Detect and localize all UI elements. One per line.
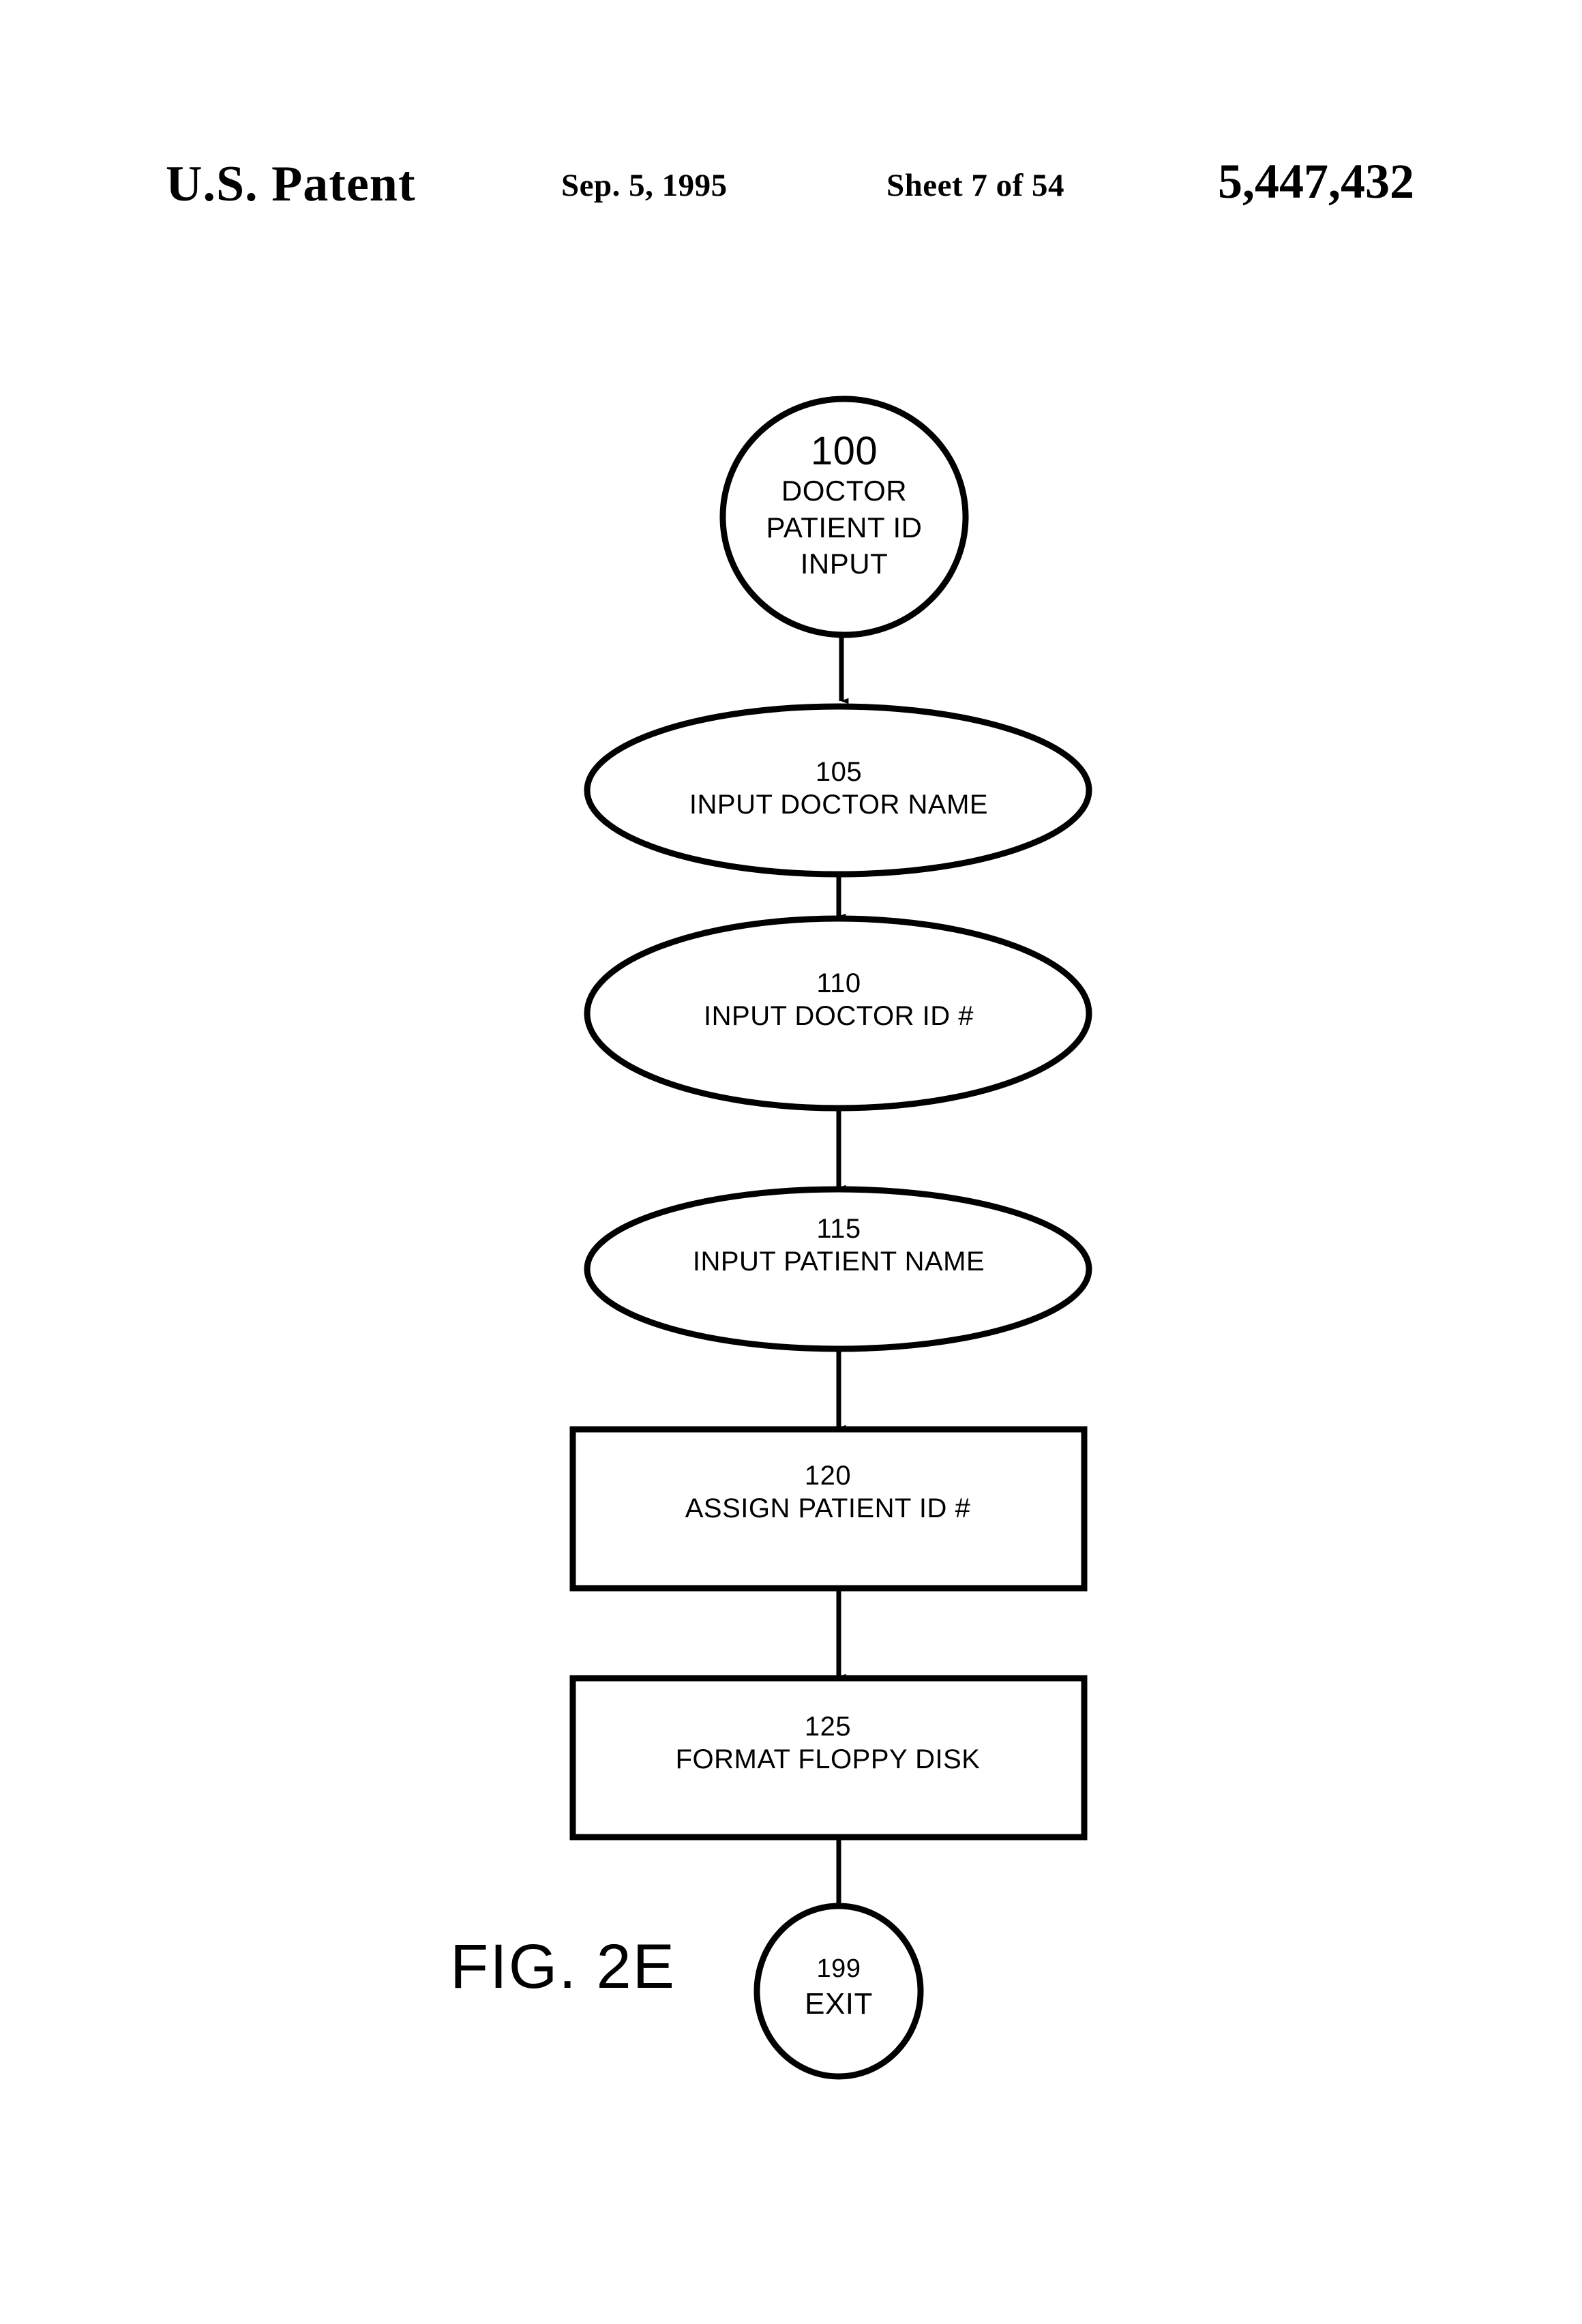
patent-number-label: 5,447,432	[1218, 154, 1414, 209]
node-105: 105 INPUT DOCTOR NAME	[586, 754, 1091, 818]
node-120-label: ASSIGN PATIENT ID #	[685, 1493, 971, 1524]
node-shape-100	[719, 396, 969, 638]
node-115-ref: 115	[816, 1214, 861, 1244]
node-115: 115 INPUT PATIENT NAME	[586, 1210, 1091, 1275]
node-115-label: INPUT PATIENT NAME	[692, 1247, 985, 1277]
node-110: 110 INPUT DOCTOR ID #	[586, 965, 1091, 1030]
node-125-ref: 125	[804, 1712, 852, 1742]
node-105-ref: 105	[815, 757, 863, 787]
node-100-ref: 100	[810, 429, 878, 473]
node-120-ref: 120	[804, 1461, 852, 1491]
node-100-line-3: INPUT	[800, 548, 889, 580]
patent-office-label: U.S. Patent	[166, 156, 416, 212]
node-125-label: FORMAT FLOPPY DISK	[675, 1744, 981, 1775]
node-shape-125	[569, 1675, 1088, 1841]
node-shape-120	[569, 1426, 1088, 1592]
node-100-line-1: DOCTOR	[781, 474, 908, 507]
node-199-ref: 199	[816, 1954, 861, 1983]
node-110-ref: 110	[816, 968, 861, 998]
node-199-label: EXIT	[805, 1987, 873, 2021]
node-110-label: INPUT DOCTOR ID #	[704, 1001, 974, 1032]
patent-header: U.S. Patent Sep. 5, 1995 Sheet 7 of 54 5…	[0, 0, 1582, 225]
figure-caption: FIG. 2E	[450, 1932, 676, 2001]
node-105-label: INPUT DOCTOR NAME	[689, 790, 989, 820]
node-100: 100 DOCTOR PATIENT ID INPUT	[723, 429, 966, 582]
patent-issue-date: Sep. 5, 1995	[561, 168, 728, 203]
node-100-line-2: PATIENT ID	[766, 511, 923, 543]
node-199: 199 EXIT	[757, 1950, 921, 2021]
sheet-number-label: Sheet 7 of 54	[886, 168, 1065, 203]
node-125: 125 FORMAT FLOPPY DISK	[569, 1708, 1086, 1773]
node-120: 120 ASSIGN PATIENT ID #	[569, 1457, 1086, 1522]
